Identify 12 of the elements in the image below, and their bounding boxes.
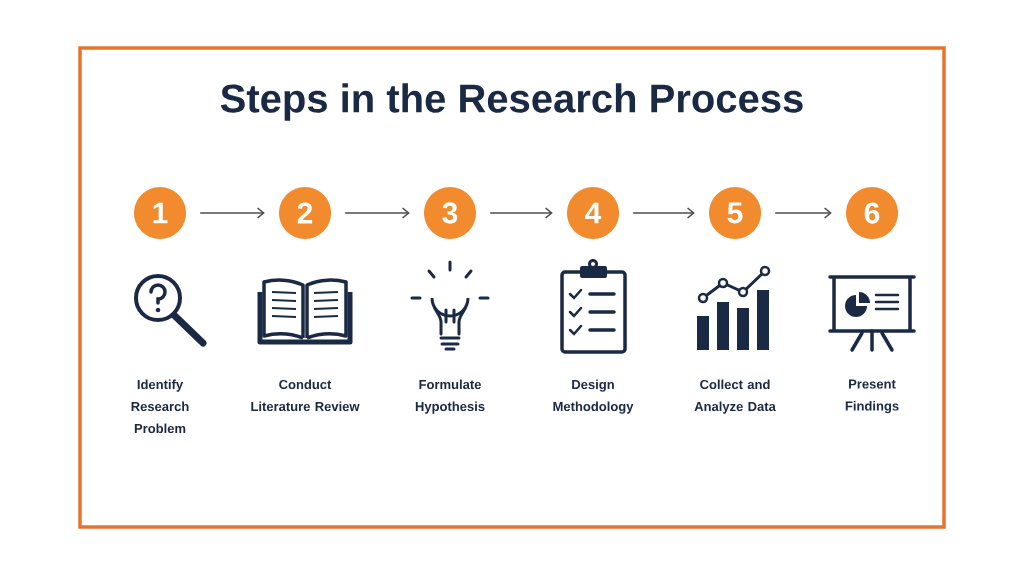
step-label: Design Methodology [553, 379, 634, 414]
arrow [199, 207, 265, 219]
step-label: Conduct Literature Review [251, 379, 360, 412]
arrow [344, 207, 410, 219]
arrow [489, 207, 553, 219]
step-label: Formulate Hypothesis [415, 379, 485, 414]
arrow [632, 207, 695, 219]
step-label: Present Findings [845, 379, 899, 414]
arrow [774, 207, 832, 219]
step-label: Collect and Analyze Data [694, 379, 776, 414]
title: Steps in the Research Process [220, 83, 803, 121]
step-label: Identify Research Problem [131, 379, 189, 434]
